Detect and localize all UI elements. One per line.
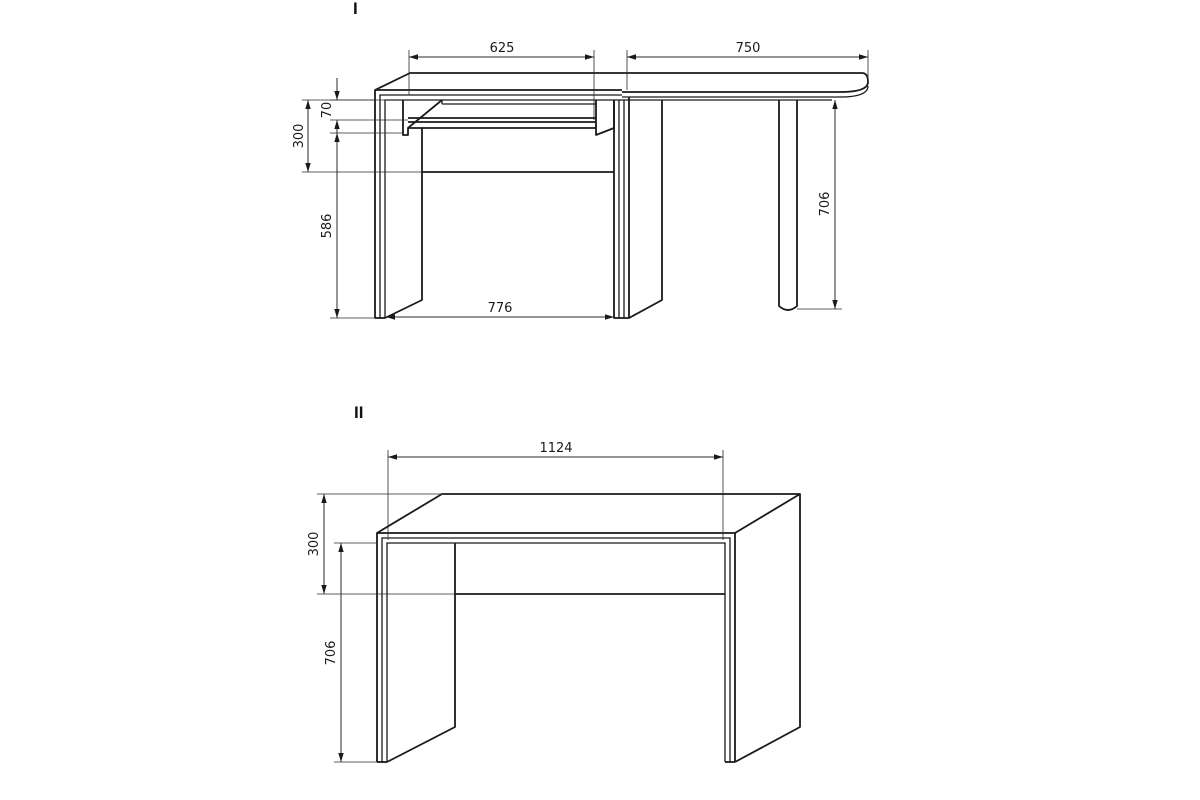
dim-leg-height-value: 586 xyxy=(320,214,335,239)
dim-top-depth-value: 625 xyxy=(490,41,515,56)
view-2: II 1124 30 xyxy=(307,403,801,763)
dim-top-depth: 625 xyxy=(408,41,595,120)
view-1: I xyxy=(292,0,869,320)
dim-support-height: 706 xyxy=(797,100,842,310)
dim-support-height-value: 706 xyxy=(818,192,833,217)
dim-overall-width-value: 1124 xyxy=(539,441,572,456)
dim-drawer-front: 70 xyxy=(320,78,408,142)
dim-inner-width: 776 xyxy=(386,301,614,320)
dim-leg-height-2-value: 706 xyxy=(324,641,339,666)
dim-overall-width: 1124 xyxy=(387,441,724,540)
dim-drawer-front-value: 70 xyxy=(320,102,335,119)
view-1-desk-body xyxy=(374,72,869,319)
dim-extension-length: 750 xyxy=(626,41,869,90)
dim-leg-height-2: 706 xyxy=(324,542,377,763)
view-1-label: I xyxy=(353,0,358,18)
dim-inner-width-value: 776 xyxy=(488,301,513,316)
dim-apron-height: 300 xyxy=(292,99,422,173)
view-2-label: II xyxy=(354,403,363,422)
dim-leg-height: 586 xyxy=(320,132,403,319)
dim-apron-height-2-value: 300 xyxy=(307,532,322,557)
view-2-desk-body xyxy=(376,493,801,763)
dim-extension-length-value: 750 xyxy=(736,41,761,56)
dim-apron-height-2: 300 xyxy=(307,493,455,595)
dim-apron-height-value: 300 xyxy=(292,124,307,149)
